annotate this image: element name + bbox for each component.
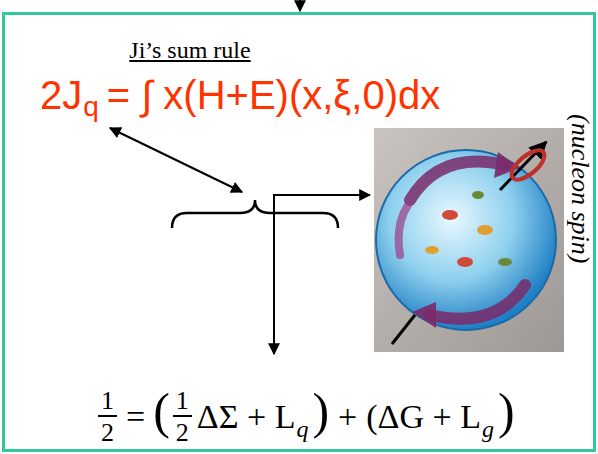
fraction-numerator: 1 <box>176 388 189 414</box>
spin-ring <box>507 145 549 185</box>
equation-term: ΔΣ + L <box>197 400 296 434</box>
equation-sign: = <box>126 400 145 434</box>
fraction-bar <box>173 415 192 417</box>
subscript: g <box>482 417 494 441</box>
quark <box>472 191 484 199</box>
parenthesis: ) <box>498 386 515 436</box>
quark <box>442 210 458 220</box>
double-arrow <box>110 128 242 192</box>
quark <box>425 246 439 254</box>
equation-sign: + <box>338 400 357 434</box>
fraction-denominator: 2 <box>101 420 114 446</box>
nucleon-picture <box>374 128 564 352</box>
fraction-bar <box>98 415 117 417</box>
incoming-arrow <box>299 0 301 11</box>
parenthesis: ( <box>153 386 170 436</box>
formula-part: 2J <box>40 75 82 115</box>
section-title: Ji’s sum rule <box>129 38 250 62</box>
frame-box: Ji’s sum rule2Jq= ∫ x(H+E)(x,ξ,0)dx(nucl… <box>2 12 596 452</box>
formula-part: = ∫ x(H+E)(x,ξ,0)dx <box>107 75 440 115</box>
overbrace <box>172 200 338 228</box>
quark <box>498 258 512 266</box>
fraction-numerator: 1 <box>101 388 114 414</box>
vertical-caption: (nucleon spin) <box>567 114 593 263</box>
quark <box>457 257 473 267</box>
swirl-arrow <box>399 205 408 255</box>
subscript: q <box>83 93 99 121</box>
swirl-head <box>412 302 436 328</box>
swirl-arrow <box>410 162 505 200</box>
pointer-arrow <box>274 195 370 354</box>
fraction-denominator: 2 <box>176 420 189 446</box>
subscript: q <box>296 417 308 441</box>
quark <box>477 225 493 235</box>
equation-term: (ΔG + L <box>366 400 481 434</box>
parenthesis: ) <box>312 386 329 436</box>
swirl-arrow <box>430 285 525 319</box>
picture-ground <box>374 128 564 352</box>
